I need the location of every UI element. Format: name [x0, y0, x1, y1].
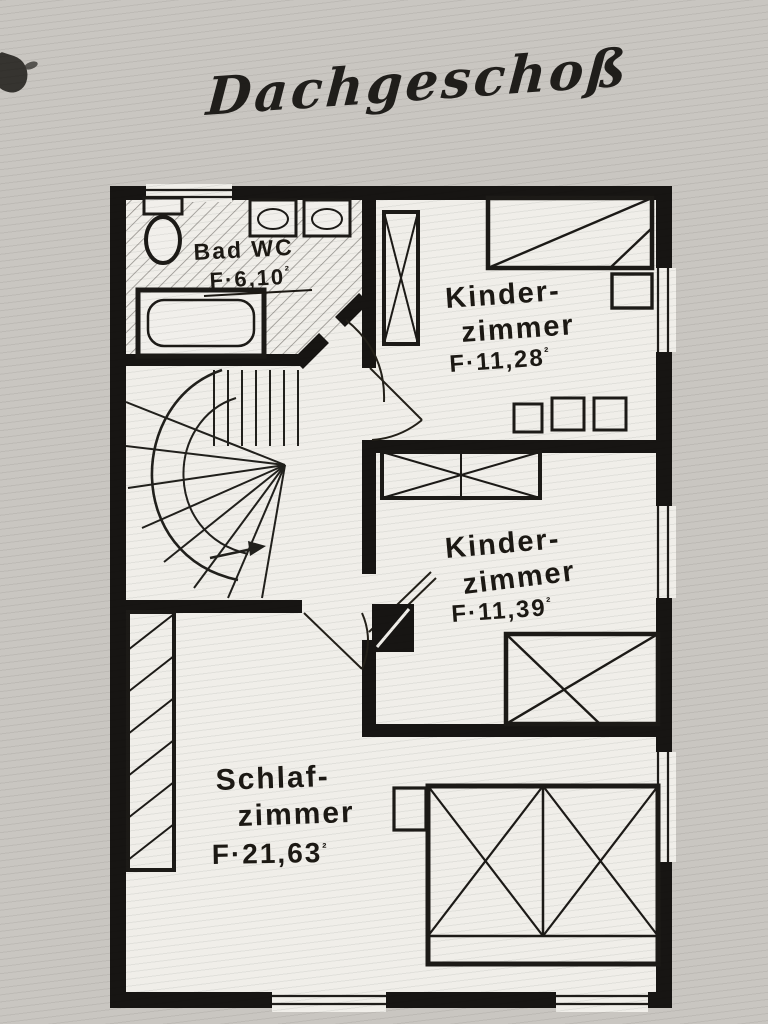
- kids-room-2-furniture: [372, 450, 661, 727]
- nightstand-icon: [610, 272, 654, 310]
- kids-room-1-area-label: F·11,28²: [449, 344, 552, 378]
- winder-treads: [125, 401, 286, 599]
- bed-icon: [485, 195, 655, 271]
- bedroom-label-line1: Schlaf-: [215, 760, 330, 797]
- kids-room-2-area-label: F·11,39²: [451, 594, 554, 628]
- area-underline: [203, 289, 313, 297]
- kids-room-1-label-line2: zimmer: [460, 309, 576, 349]
- direction-arrow: [209, 541, 266, 560]
- bedroom-furniture: [126, 610, 661, 967]
- chair-icon: [592, 396, 628, 432]
- bedroom-area-label: F·21,63²: [212, 837, 329, 870]
- bathroom-name-label: Bad WC: [193, 234, 294, 265]
- bedroom-label-line2: zimmer: [237, 796, 355, 833]
- sink-right-icon: [302, 198, 352, 238]
- chair-icon: [512, 402, 544, 434]
- toilet-tank: [142, 196, 184, 216]
- bathroom-fixtures: [135, 196, 352, 359]
- nightstand-icon: [392, 786, 428, 832]
- sink-left-icon: [248, 198, 298, 238]
- staircase: [125, 368, 299, 599]
- chair-icon: [550, 396, 586, 432]
- bathroom-area-label: F·6,10²: [209, 263, 292, 293]
- kids-room-1-furniture: [382, 195, 655, 434]
- toilet-icon: [144, 215, 182, 265]
- bed-icon: [503, 631, 661, 727]
- room-labels: Bad WC F·6,10² Kinder- zimmer F·11,28² K…: [193, 234, 578, 870]
